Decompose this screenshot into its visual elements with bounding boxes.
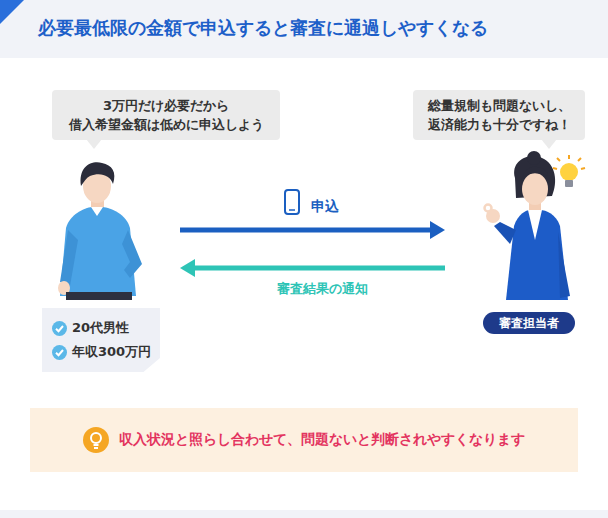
arrow-head (180, 259, 195, 277)
flow-arrow (180, 259, 445, 277)
hint-icon (83, 427, 109, 453)
phone-icon (285, 190, 299, 214)
reviewer-figure (485, 151, 571, 300)
lightbulb-icon (553, 155, 585, 187)
profile-text: 20代男性 (72, 319, 129, 337)
profile-row: 年収300万円 (52, 340, 160, 364)
profile-text: 年収300万円 (72, 343, 151, 361)
edge-label: 審査結果の通知 (277, 280, 368, 298)
role-badge: 審査担当者 (483, 312, 575, 334)
bubble-text: 総量規制も問題ないし、 返済能力も十分ですね！ (413, 96, 585, 134)
check-icon (52, 345, 67, 360)
note-text: 収入状況と照らし合わせて、問題ないと判断されやすくなります (119, 431, 525, 449)
edge-label: 申込 (311, 198, 339, 216)
corner-mark (0, 0, 24, 24)
diagram-title: 必要最低限の金額で申込すると審査に通過しやすくなる (38, 16, 488, 40)
applicant-figure (58, 162, 142, 300)
note-band: 収入状況と照らし合わせて、問題ないと判断されやすくなります (30, 408, 578, 472)
speech-bubble: 3万円だけ必要だから 借入希望金額は低めに申込しよう (52, 90, 280, 140)
bubble-text: 3万円だけ必要だから 借入希望金額は低めに申込しよう (52, 96, 280, 134)
arrow-line (192, 266, 445, 271)
reviewer-group: 審査担当者 (445, 150, 590, 336)
speech-bubble: 総量規制も問題ないし、 返済能力も十分ですね！ (413, 90, 585, 140)
profile-box: 20代男性年収300万円 (42, 308, 160, 372)
arrow-head (430, 221, 445, 239)
check-icon (52, 321, 67, 336)
applicant-group: 20代男性年収300万円 (40, 158, 180, 374)
flow-arrow (180, 221, 445, 239)
profile-row: 20代男性 (52, 316, 160, 340)
arrow-line (180, 228, 433, 233)
